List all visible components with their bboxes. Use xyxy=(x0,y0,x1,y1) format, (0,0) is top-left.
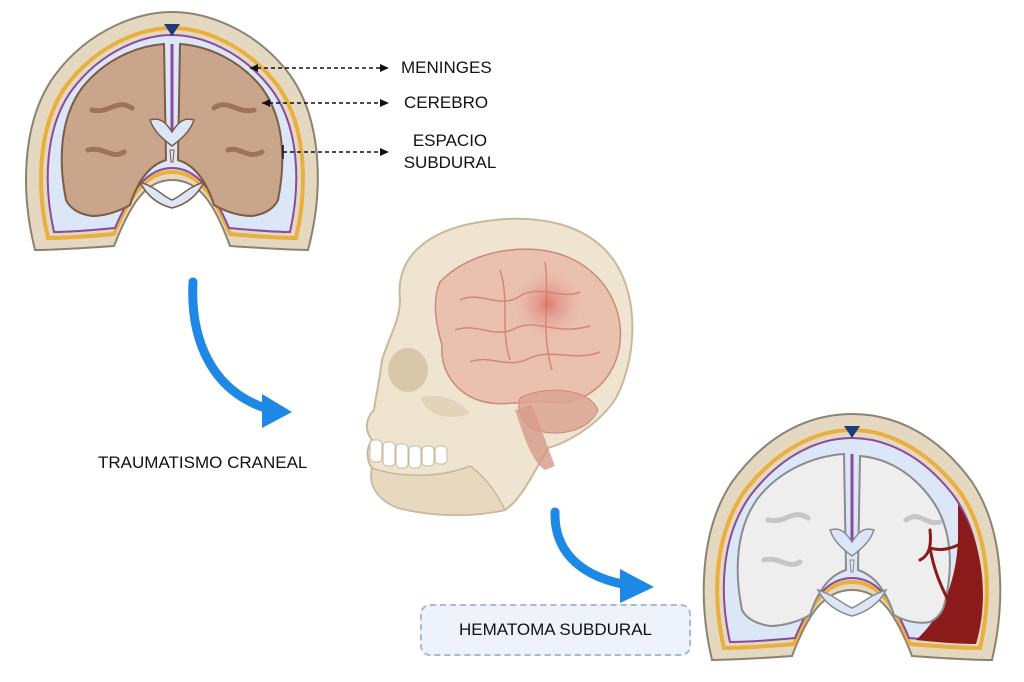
label-espacio-line2: SUBDURAL xyxy=(403,153,497,172)
label-cerebro: CEREBRO xyxy=(404,93,489,112)
flow-arrow-1 xyxy=(188,277,292,428)
label-traumatismo-craneal: TRAUMATISMO CRANEAL xyxy=(98,453,308,472)
coronal-section-healthy xyxy=(25,10,319,252)
label-hematoma-subdural: HEMATOMA SUBDURAL xyxy=(420,604,691,656)
flow-arrow-2 xyxy=(550,507,654,603)
label-espacio-line1: ESPACIO xyxy=(412,131,488,150)
coronal-section-hematoma xyxy=(702,412,1002,662)
label-espacio-subdural: ESPACIO SUBDURAL xyxy=(396,130,504,174)
skull-illustration xyxy=(366,217,634,517)
pointer-lines xyxy=(250,64,389,159)
label-meninges: MENINGES xyxy=(401,58,492,77)
